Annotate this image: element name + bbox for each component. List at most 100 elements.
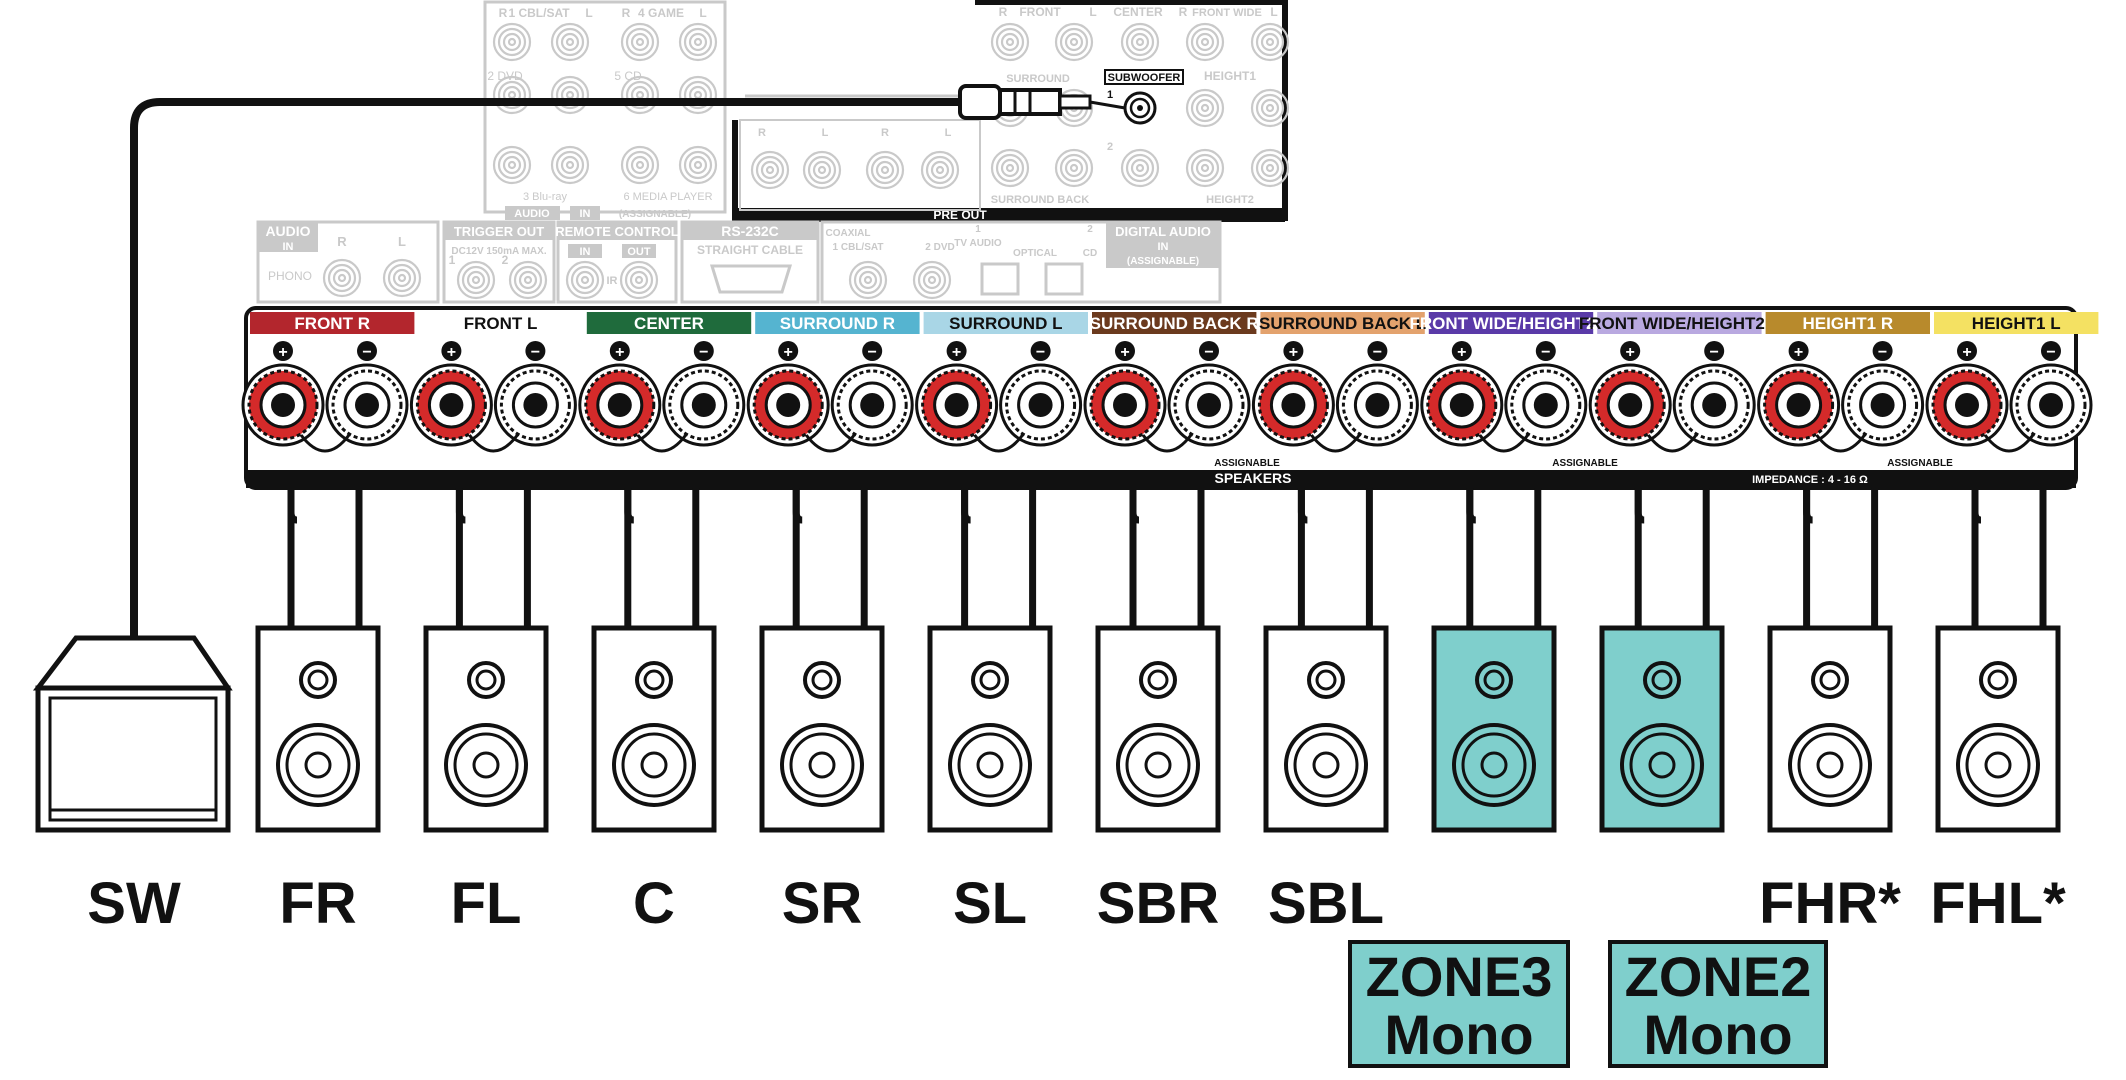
woofer-center <box>1984 751 2012 779</box>
panel-label: 1 <box>975 224 981 235</box>
tweeter-center <box>979 669 1001 691</box>
channel-label: FRONT R <box>294 314 370 333</box>
speaker-8 <box>1431 488 1557 833</box>
rca-jack <box>337 273 347 283</box>
speaker-6 <box>1095 488 1221 833</box>
channel-label-bg <box>1260 312 1425 334</box>
terminal-wire <box>468 434 519 453</box>
rca-jack <box>935 165 945 175</box>
panel-label: L <box>699 6 706 20</box>
rca-jack <box>930 160 950 180</box>
rca-jack <box>853 265 883 295</box>
panel-label: 5 CD <box>614 69 642 83</box>
negative-terminal-hole <box>691 393 716 417</box>
tweeter <box>803 661 841 699</box>
rca-jack <box>817 165 827 175</box>
plus-sign-text: + <box>278 344 287 361</box>
channel-label: FRONT WIDE/HEIGHT2 R <box>1409 314 1612 333</box>
speaker-9 <box>1599 488 1725 833</box>
optical-port <box>980 262 1020 296</box>
rca-jack <box>565 37 575 47</box>
plus-sign <box>273 341 293 361</box>
negative-terminal-hole <box>1197 393 1221 417</box>
speaker-3 <box>591 488 717 833</box>
rca-jack <box>471 275 481 285</box>
rs232c-port <box>709 264 793 294</box>
positive-terminal-hole <box>776 393 801 417</box>
speaker-name-sr: SR <box>781 871 863 936</box>
panel-label: HEIGHT1 <box>1204 69 1256 83</box>
rca-jack <box>1059 27 1089 57</box>
tweeter-center <box>1987 669 2009 691</box>
rca-jack <box>625 80 655 110</box>
terminal-wire <box>1983 434 2035 453</box>
speaker-11 <box>1935 488 2061 833</box>
rca-jack <box>1185 22 1225 62</box>
rca-jack <box>802 150 842 190</box>
channel-label: SURROUND BACK R <box>1090 314 1259 333</box>
panel-label: (ASSIGNABLE) <box>619 209 691 220</box>
rca-plug-body <box>958 84 1002 120</box>
minus-sign <box>862 341 883 361</box>
speaker-1 <box>255 488 381 833</box>
panel-label: 1 CBL/SAT <box>508 6 570 20</box>
rca-jack <box>927 275 937 285</box>
minus-sign <box>525 341 546 361</box>
plus-sign <box>1788 341 1809 361</box>
rca-jack <box>995 27 1025 57</box>
plus-sign-text: + <box>447 344 456 361</box>
rca-jack <box>1265 163 1275 173</box>
panel-label: R <box>881 127 889 139</box>
assignable-label: ASSIGNABLE <box>1214 458 1280 469</box>
cable-line <box>130 98 975 638</box>
rca-jack <box>807 155 837 185</box>
channel-9: FRONT WIDE/HEIGHT2 L+− <box>1579 312 1780 453</box>
tweeter <box>1307 661 1345 699</box>
tweeter-center <box>1651 669 1673 691</box>
positive-terminal-hole <box>1786 393 1811 417</box>
minus-sign <box>693 341 714 361</box>
negative-terminal-hole <box>355 393 379 417</box>
audio-in-tag <box>258 222 318 252</box>
subwoofer-jack-inner <box>1129 97 1151 119</box>
panel-label: FRONT <box>1019 5 1061 19</box>
tweeter-center <box>475 669 497 691</box>
plus-sign <box>441 341 462 361</box>
terminal-wire <box>805 434 856 453</box>
tweeter-center <box>1147 669 1169 691</box>
minus-sign <box>1535 341 1556 361</box>
woofer-center <box>304 751 332 779</box>
speaker-cabinet <box>423 625 549 833</box>
speaker-cabinet <box>759 625 885 833</box>
terminal-wire <box>1815 434 1866 453</box>
panel-label: (ASSIGNABLE) <box>1127 256 1199 267</box>
plus-sign-text: + <box>615 344 624 361</box>
channel-6: SURROUND BACK R+− <box>1083 312 1259 453</box>
woofer-center <box>808 751 836 779</box>
minus-sign <box>1030 341 1051 361</box>
channel-label: CENTER <box>634 314 704 333</box>
terminal-wire <box>1141 434 1193 453</box>
woofer <box>453 732 519 798</box>
channel-1: FRONT R+− <box>241 312 415 453</box>
tweeter-center <box>811 669 833 691</box>
woofer <box>285 732 351 798</box>
rca-jack <box>1255 153 1285 183</box>
panel-label: IN <box>580 246 591 258</box>
panel-label: TRIGGER OUT <box>454 224 544 239</box>
rca-jack <box>1059 153 1089 183</box>
panel-label: 6 MEDIA PLAYER <box>623 191 712 203</box>
tweeter <box>635 661 673 699</box>
channel-label-bg <box>755 312 920 334</box>
channel-label-bg <box>586 312 752 334</box>
negative-terminal-hole <box>2039 393 2063 417</box>
panel-label: IN <box>580 208 591 220</box>
tweeter <box>1475 661 1513 699</box>
rca-jack <box>327 263 357 293</box>
speaker-cabinet <box>1767 625 1893 833</box>
speaker-name-fhl: FHL* <box>1930 871 2066 936</box>
panel-label: L <box>398 234 406 249</box>
panel-label: R <box>999 5 1008 19</box>
positive-terminal-hole <box>1955 393 1979 417</box>
